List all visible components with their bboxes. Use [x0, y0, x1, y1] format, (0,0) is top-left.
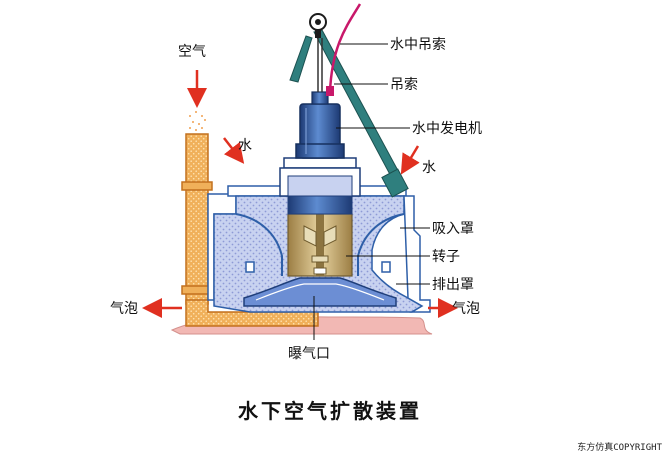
label-cable: 吊索 [390, 76, 418, 93]
label-suction-hood: 吸入罩 [432, 221, 474, 237]
motor-flange [279, 157, 361, 215]
water-arrow-left [223, 137, 245, 164]
cables [317, 3, 362, 96]
flow-arrows [142, 70, 458, 318]
label-discharge-hood: 排出罩 [432, 277, 474, 293]
label-water-left: 水 [238, 138, 252, 154]
lifting-arm [289, 13, 409, 198]
label-water-right: 水 [422, 160, 436, 176]
label-bubbles-left: 气泡 [110, 301, 138, 317]
leader-lines [313, 43, 430, 340]
copyright-text: 东方仿真COPYRIGHT [577, 441, 662, 453]
label-rotor: 转子 [432, 249, 460, 265]
diagram-caption: 水下空气扩散装置 [238, 399, 422, 423]
label-aeration-port: 曝气口 [288, 346, 330, 362]
label-underwater-generator: 水中发电机 [412, 121, 482, 137]
water-arrow-right [400, 145, 420, 175]
label-underwater-cable: 水中吊索 [390, 36, 446, 53]
rotor [287, 213, 353, 277]
label-air: 空气 [178, 44, 206, 60]
underwater-generator [295, 91, 345, 159]
label-bubbles-right: 气泡 [452, 301, 480, 317]
